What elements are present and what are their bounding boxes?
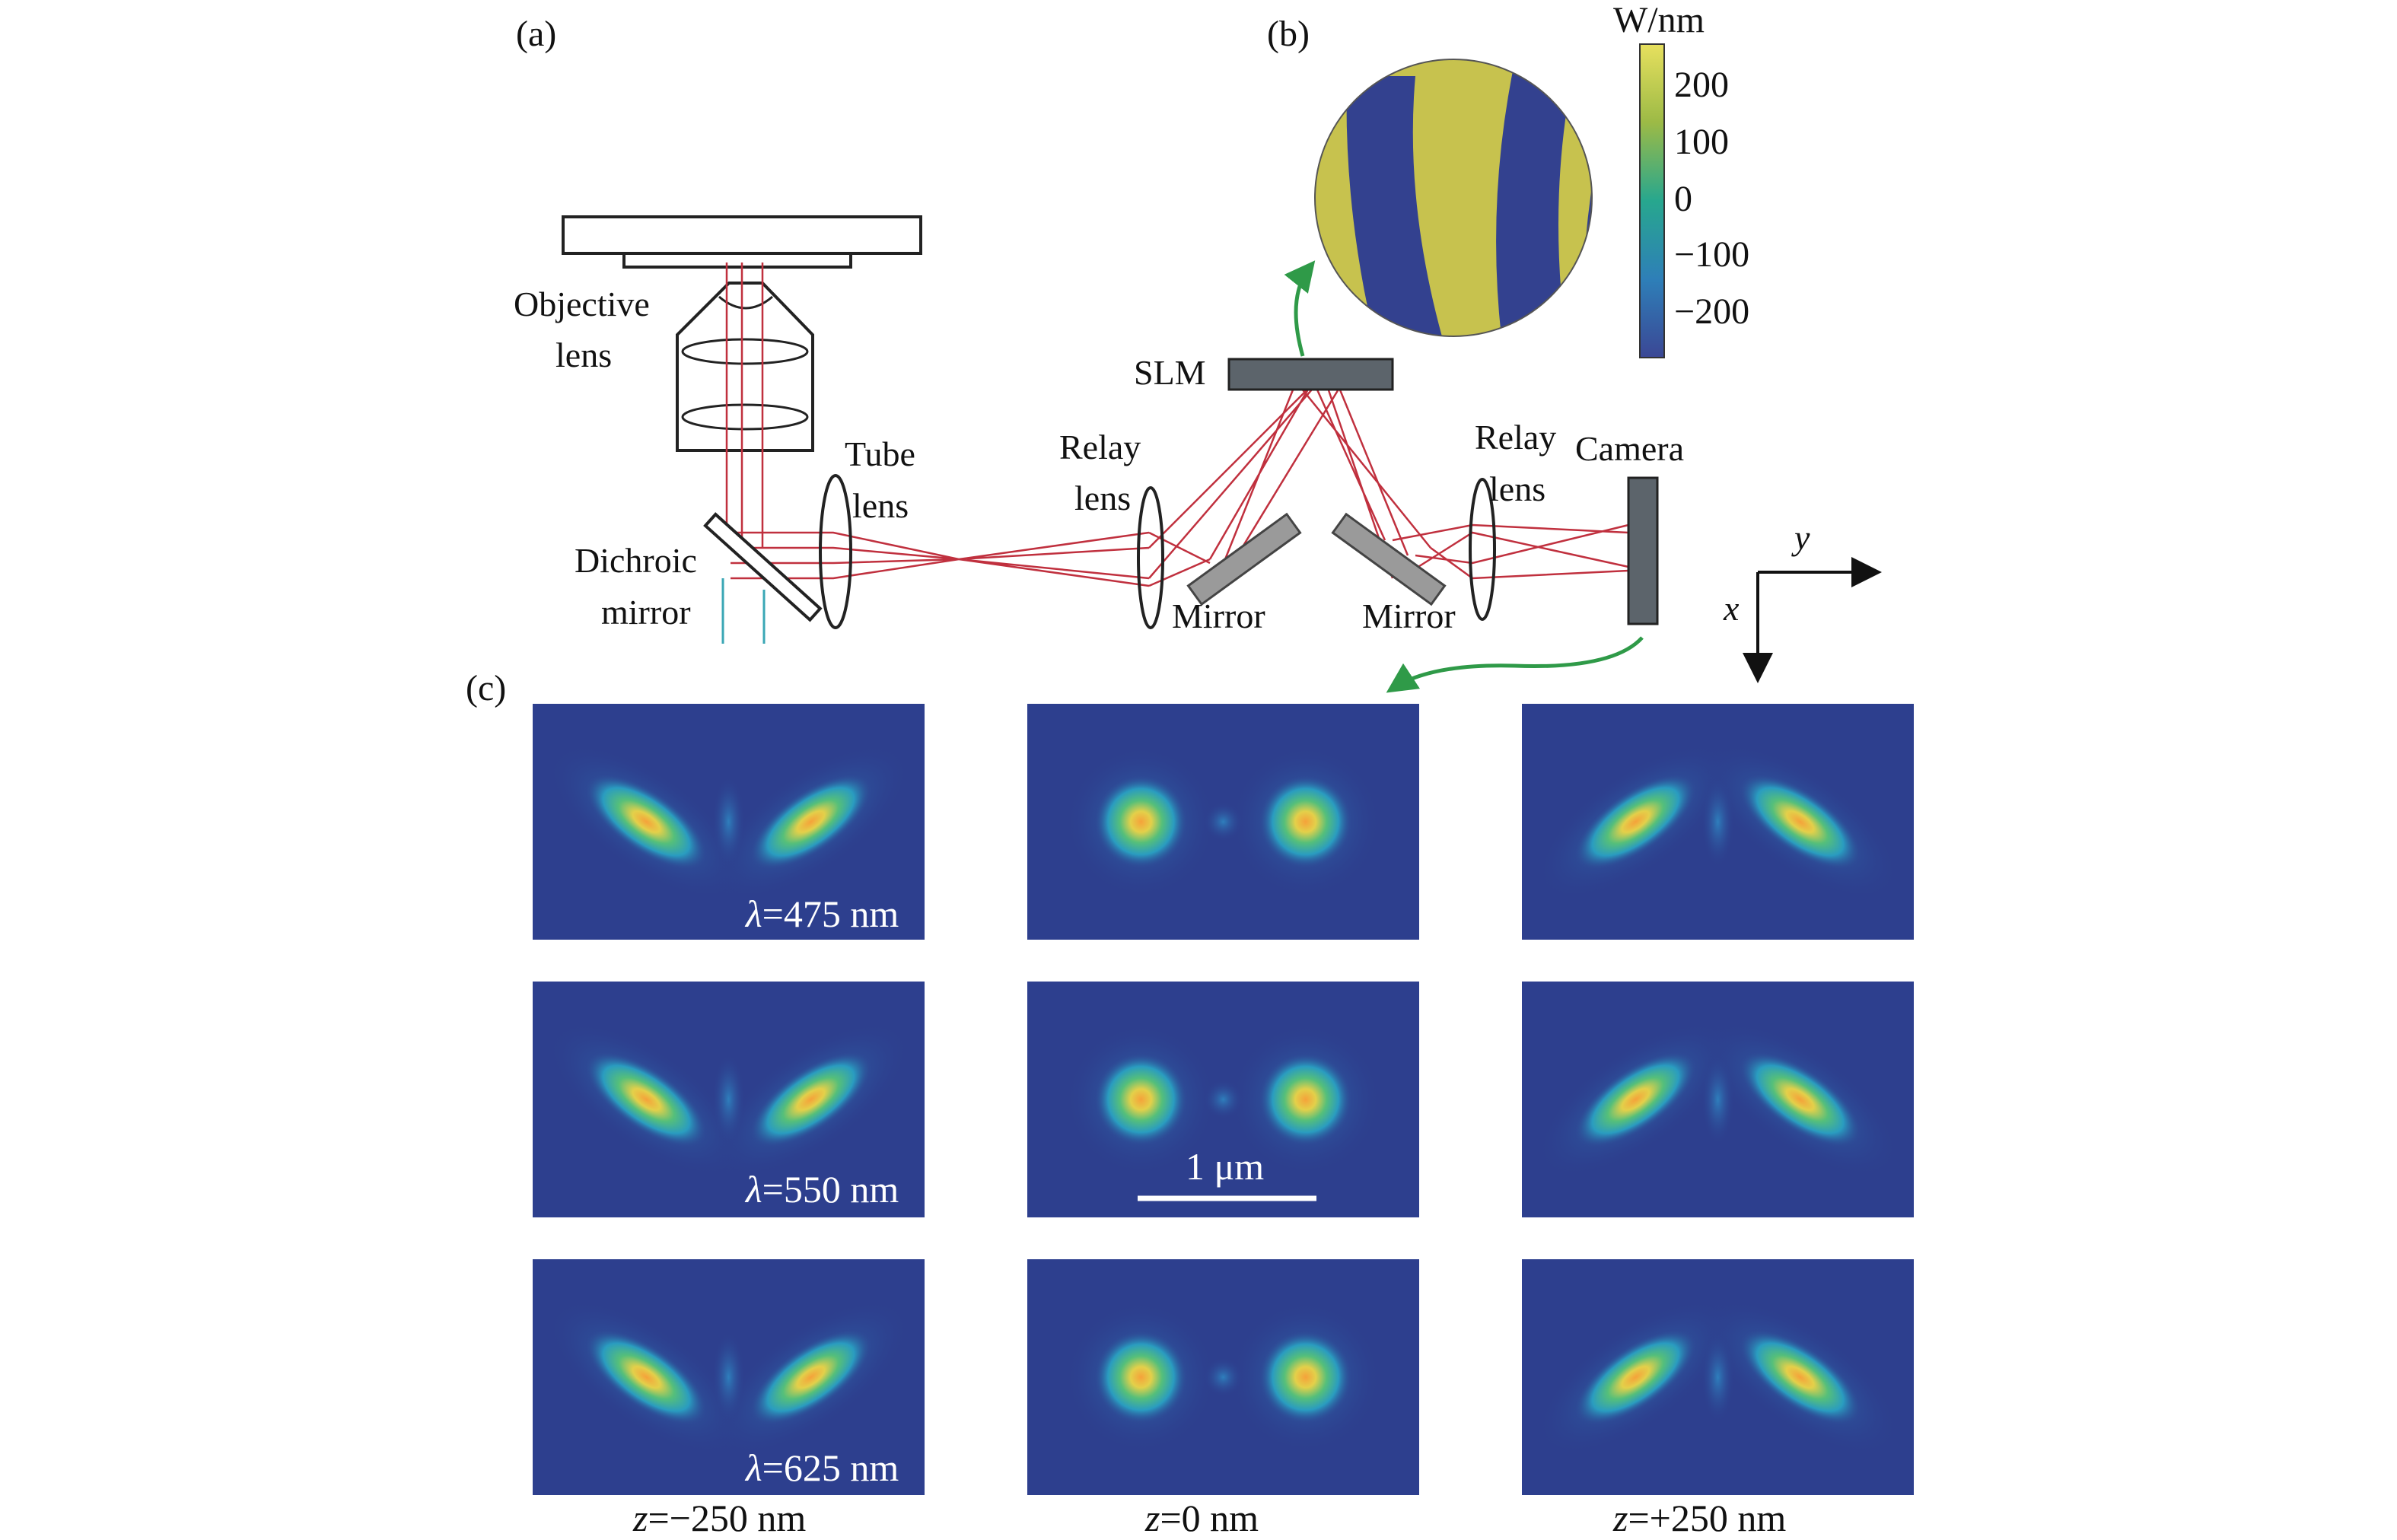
panel-label-a: (a) [516,14,556,54]
beam-paths [725,262,1629,587]
mirror-right [1331,512,1447,606]
mirror-right-label: Mirror [1362,597,1456,635]
panel-label-c: (c) [466,668,506,708]
relay-lens-2-label: Relay [1475,418,1556,457]
slm-phase-pattern: W/nm 200 100 0 −100 −200 [1314,0,1749,358]
z-label-3: z=+250 nm [1612,1497,1786,1539]
panel-label-b: (b) [1267,14,1310,54]
psf-image [1027,1259,1419,1495]
colorbar-unit: W/nm [1613,0,1705,40]
slm-to-pattern-arrow [1284,260,1316,357]
colorbar [1639,43,1665,358]
psf-image [1522,982,1914,1217]
sample-stage [562,215,922,255]
relay-lens-2-label-2: lens [1489,469,1545,508]
psf-image [1522,704,1914,940]
camera-to-psf-arrow [1386,636,1644,693]
psf-image [1522,1259,1914,1495]
dichroic-label: Dichroic [575,541,697,580]
wavelength-label-3: λ=625 nm [744,1446,899,1489]
mirror-left [1186,512,1302,606]
x-axis-label: x [1723,589,1740,628]
tube-lens-label: Tube [845,434,915,473]
psf-image [533,982,925,1217]
wavelength-label-2: λ=550 nm [744,1168,899,1211]
objective-label-2: lens [555,336,612,374]
scale-bar-label: 1 μm [1186,1145,1264,1188]
colorbar-tick: −200 [1674,291,1749,332]
relay-lens-1 [1137,486,1164,629]
tube-lens [819,474,852,629]
camera-device [1627,476,1659,625]
wavelength-label-1: λ=475 nm [744,892,899,935]
psf-image [1027,704,1419,940]
tube-lens-label-2: lens [852,486,909,525]
objective-label: Objective [514,285,650,323]
slm-device [1227,358,1394,391]
colorbar-tick: 0 [1674,179,1692,219]
z-label-1: z=−250 nm [632,1497,806,1539]
coverslip [622,252,852,269]
colorbar-tick: 200 [1674,65,1729,105]
slm-label: SLM [1134,353,1206,392]
y-axis-label: y [1791,518,1810,557]
objective-lens-element [681,403,809,431]
psf-image [1027,982,1419,1217]
colorbar-tick: −100 [1674,234,1749,275]
psf-image [533,704,925,940]
camera-label: Camera [1575,429,1684,468]
relay-lens-2 [1469,478,1496,621]
z-label-2: z=0 nm [1144,1497,1259,1539]
optical-setup: Objective lens Tube lens Relay lens Rela… [514,215,1882,693]
objective-lens-element [681,338,809,365]
mirror-left-label: Mirror [1172,597,1265,635]
colorbar-tick: 100 [1674,122,1729,162]
dichroic-label-2: mirror [601,593,691,632]
psf-image [533,1259,925,1495]
relay-lens-1-label: Relay [1059,428,1141,466]
objective-body [676,282,814,452]
psf-grid [533,704,1914,1495]
relay-lens-1-label-2: lens [1074,479,1131,517]
dichroic-mirror [703,512,823,622]
